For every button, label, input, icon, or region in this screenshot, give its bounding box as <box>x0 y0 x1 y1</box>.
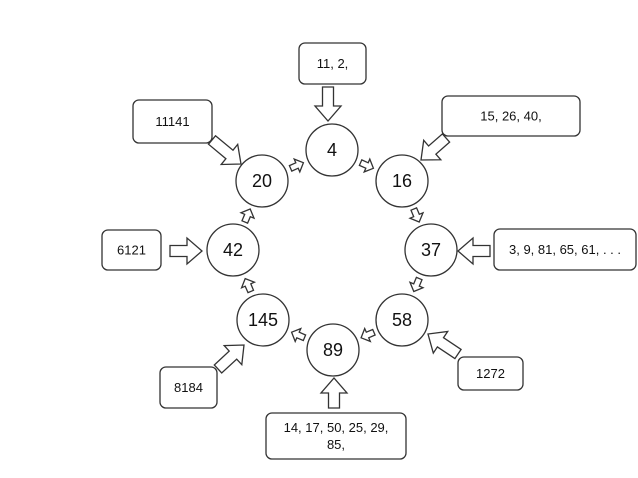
feeder-box-text: 6121 <box>117 243 146 258</box>
feeder-box-n16: 15, 26, 40, <box>441 95 581 137</box>
feeder-box-text: 11, 2, <box>317 56 349 71</box>
feeder-arrows <box>169 86 491 409</box>
feeder-box-text: 3, 9, 81, 65, 61, . . . <box>509 242 621 257</box>
feeder-boxes: 11, 2, 15, 26, 40, 3, 9, 81, 65, 61, . . .… <box>101 42 637 460</box>
feeder-arrow-n58 <box>427 330 463 360</box>
cycle-node-145: 145 <box>236 293 290 347</box>
cycle-node-58: 58 <box>375 293 429 347</box>
feeder-box-frame <box>457 356 524 391</box>
feeder-arrow-n42 <box>169 236 203 266</box>
feeder-arrow-n37 <box>457 236 491 266</box>
feeder-box-frame <box>159 366 218 409</box>
cycle-arrow-20-to-4 <box>288 157 305 174</box>
cycle-node-89: 89 <box>306 323 360 377</box>
feeder-box-text: 1272 <box>476 366 505 381</box>
cycle-node-16: 16 <box>375 154 429 208</box>
cycle-arrow-4-to-16 <box>358 157 375 174</box>
cycle-arrow-145-to-42 <box>240 277 257 294</box>
cycle-arrow-16-to-37 <box>408 207 425 223</box>
node-label: 145 <box>248 310 278 330</box>
cycle-arrow-42-to-20 <box>239 208 256 224</box>
node-label: 42 <box>223 240 243 260</box>
cycle-node-20: 20 <box>235 154 289 208</box>
feeder-box-frame <box>493 228 637 271</box>
feeder-arrow-n145 <box>213 344 245 374</box>
feeder-box-frame <box>101 229 162 271</box>
feeder-box-n20: 11141 <box>132 99 213 144</box>
feeder-box-text: 14, 17, 50, 25, 29, <box>284 420 389 435</box>
cycle-arrows <box>239 157 425 344</box>
node-circle <box>375 154 429 208</box>
cycle-arrow-89-to-145 <box>290 327 307 344</box>
feeder-arrow-n20 <box>207 134 242 166</box>
node-label: 89 <box>323 340 343 360</box>
node-circle <box>306 323 360 377</box>
node-circle <box>235 154 289 208</box>
node-label: 16 <box>392 171 412 191</box>
cycle-nodes: 4 16 37 58 89 145 42 20 <box>206 123 458 377</box>
node-label: 4 <box>327 140 337 160</box>
cycle-arrow-37-to-58 <box>408 276 425 293</box>
feeder-arrow-n89 <box>319 377 349 409</box>
feeder-box-n4: 11, 2, <box>298 42 367 85</box>
feeder-box-n145: 8184 <box>159 366 218 409</box>
node-label: 37 <box>421 240 441 260</box>
feeder-box-n37: 3, 9, 81, 65, 61, . . . <box>493 228 637 271</box>
feeder-box-text: 11141 <box>155 114 189 129</box>
cycle-node-42: 42 <box>206 223 260 277</box>
feeder-box-frame <box>265 412 407 460</box>
node-circle <box>375 293 429 347</box>
feeder-arrow-n16 <box>420 132 451 161</box>
node-circle <box>305 123 359 177</box>
node-circle <box>206 223 260 277</box>
cycle-node-37: 37 <box>404 223 458 277</box>
feeder-arrow-n4 <box>313 86 343 122</box>
feeder-box-n42: 6121 <box>101 229 162 271</box>
feeder-box-frame <box>298 42 367 85</box>
feeder-box-n89: 14, 17, 50, 25, 29, 85, <box>265 412 407 460</box>
node-label: 58 <box>392 310 412 330</box>
feeder-box-frame <box>132 99 213 144</box>
node-circle <box>404 223 458 277</box>
node-circle <box>236 293 290 347</box>
feeder-box-text: 85, <box>327 437 345 452</box>
cycle-node-4: 4 <box>305 123 359 177</box>
feeder-box-frame <box>441 95 581 137</box>
feeder-box-text: 8184 <box>174 380 203 395</box>
node-label: 20 <box>252 171 272 191</box>
cycle-arrow-58-to-89 <box>360 326 376 343</box>
feeder-box-text: 15, 26, 40, <box>480 109 541 124</box>
feeder-box-n58: 1272 <box>457 356 524 391</box>
